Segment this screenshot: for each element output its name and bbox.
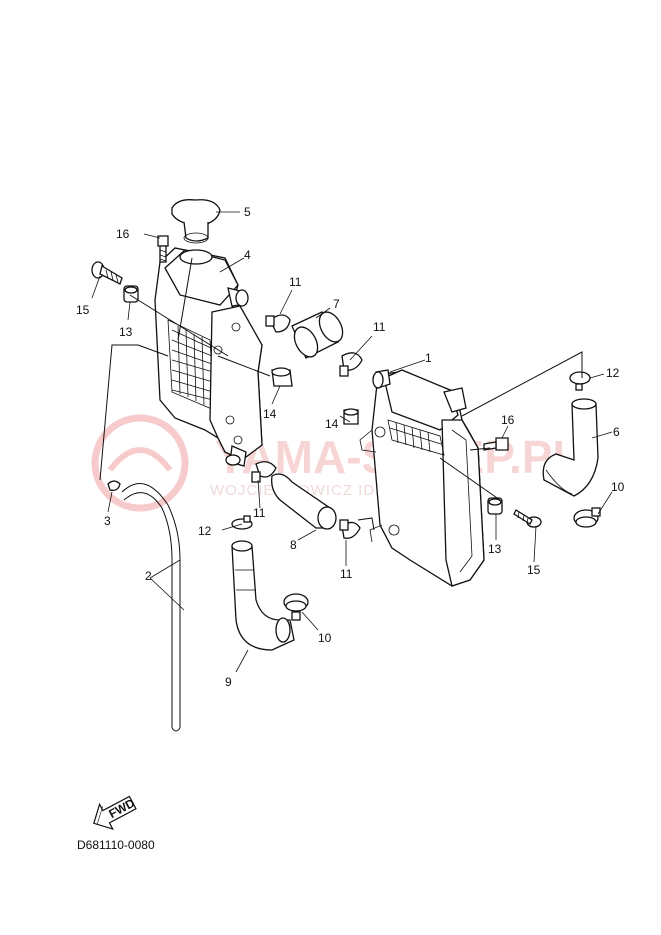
hose-8	[271, 473, 337, 530]
callout-9: 9	[225, 675, 232, 689]
callout-15-right: 15	[527, 563, 541, 577]
callout-10-lower: 10	[318, 631, 332, 645]
callout-14-left: 14	[263, 407, 277, 421]
hose-6	[542, 398, 599, 497]
radiator-cap	[171, 199, 221, 244]
callout-14-right: 14	[325, 417, 339, 431]
callout-6: 6	[613, 425, 620, 439]
fwd-arrow-icon: FWD	[93, 795, 137, 831]
hose-7	[291, 311, 344, 359]
callout-7: 7	[333, 297, 340, 311]
leader-lines	[91, 211, 613, 673]
callout-13-right: 13	[488, 542, 502, 556]
diagram-code: D681110-0080	[77, 838, 155, 852]
callout-8: 8	[290, 538, 297, 552]
callout-16-left: 16	[116, 227, 130, 241]
callout-4: 4	[244, 248, 251, 262]
callout-13-left: 13	[119, 325, 133, 339]
callout-11-top: 11	[289, 275, 302, 289]
callout-11-left: 11	[253, 506, 266, 520]
bolts-15	[91, 261, 542, 528]
callout-labels: 1 2 3 4 5 6 7 8 9 10 10 11 11 11 11 12 1…	[76, 205, 625, 689]
callout-11-bottom: 11	[340, 567, 353, 581]
callout-16-right: 16	[501, 413, 515, 427]
callout-3: 3	[104, 514, 111, 528]
watermark: YAMA-SKLEP.PL WOJCIECHOWICZ IDEAS YAMAHA	[91, 414, 581, 512]
callout-10-right: 10	[611, 480, 625, 494]
callout-15-left: 15	[76, 303, 90, 317]
overflow-tube	[121, 483, 181, 732]
hose-9	[231, 540, 295, 651]
callout-1: 1	[425, 351, 432, 365]
left-radiator	[154, 247, 263, 467]
callout-2: 2	[145, 569, 152, 583]
right-radiator	[359, 369, 485, 587]
callout-11-mid: 11	[373, 320, 386, 334]
callout-5: 5	[244, 205, 251, 219]
watermark-logo-icon	[91, 414, 189, 512]
assembly-lines	[99, 257, 583, 531]
clamps	[251, 314, 363, 539]
bolts-16	[157, 235, 509, 451]
fwd-label: FWD	[106, 796, 137, 821]
grommets-13	[123, 285, 503, 515]
callout-12-right: 12	[606, 366, 620, 380]
hose-clamps-10	[283, 507, 601, 621]
clip-3	[107, 480, 121, 492]
callout-12-left: 12	[198, 524, 212, 538]
